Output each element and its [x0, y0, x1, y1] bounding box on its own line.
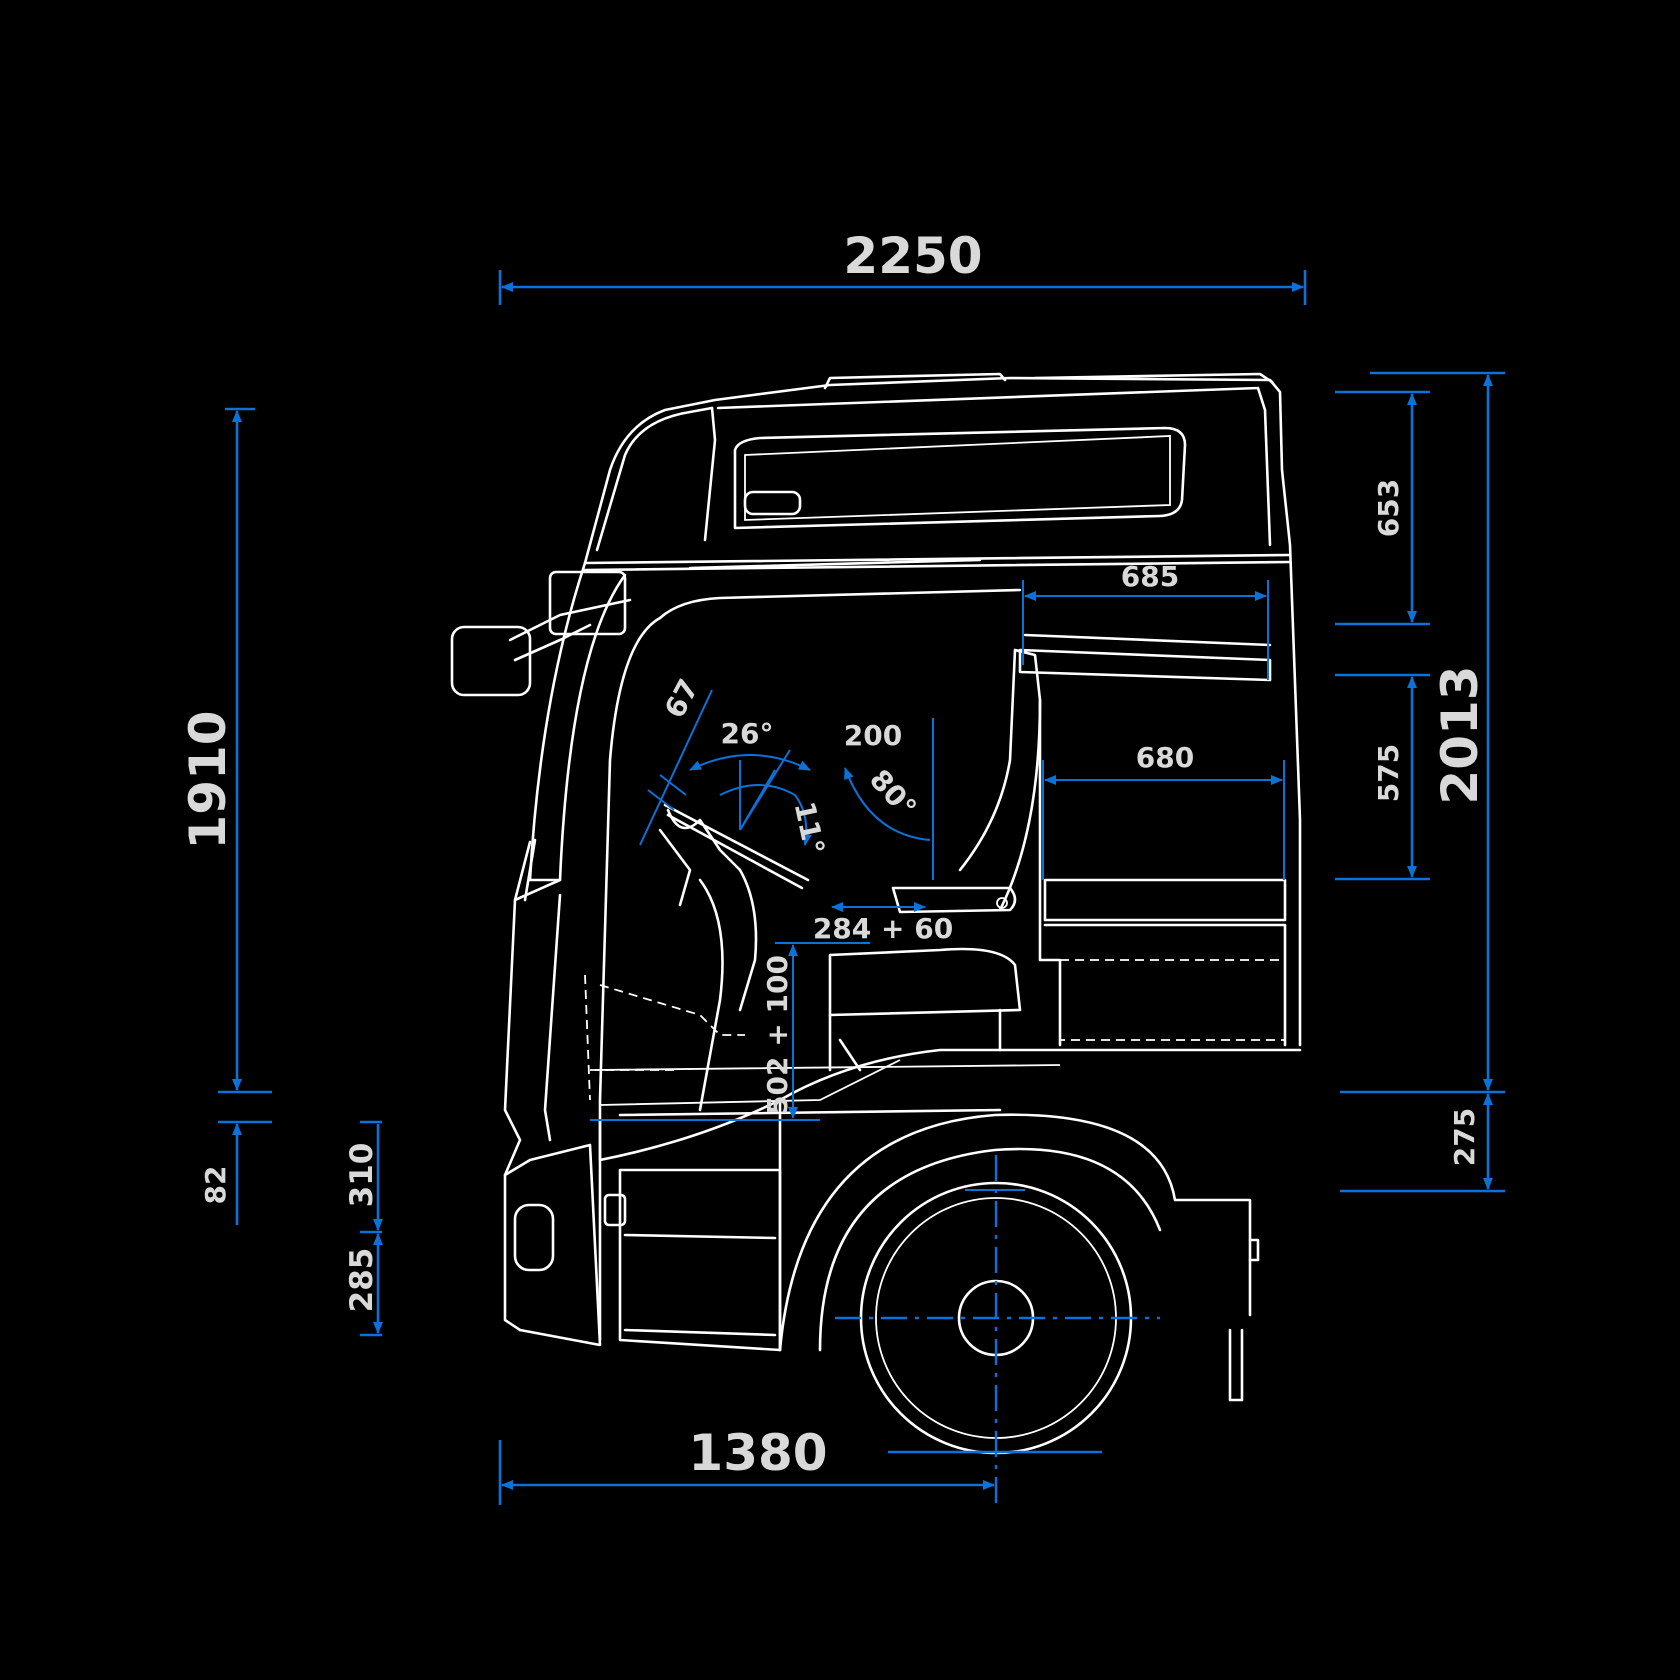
label-axle-to-front: 1380 [688, 1424, 827, 1482]
wheel-angle-ref-3 [739, 769, 776, 831]
seat-base [828, 1008, 1002, 1072]
label-step-lower: 285 [344, 1248, 380, 1313]
label-seat-travel: 284 + 60 [813, 912, 953, 945]
roof-top-rail [823, 372, 1274, 390]
label-overall-height: 2013 [1431, 665, 1489, 804]
door-frame-front [598, 616, 662, 1342]
upper-bunk [1018, 633, 1272, 682]
label-seat-back-travel: 200 [844, 719, 902, 752]
b-pillar [1013, 648, 1062, 1047]
dim-wheel-adjust-tick-2 [647, 789, 675, 811]
arc-wheel-tilt [689, 754, 811, 771]
dimension-lines [218, 270, 1505, 1505]
a-pillar [528, 561, 627, 882]
mirror [450, 625, 532, 697]
lower-bunk-storage [1060, 959, 1286, 1041]
label-interior-height: 1910 [179, 710, 237, 849]
seat-cushion [828, 947, 1022, 1017]
door-window-top [658, 558, 1022, 620]
mirror-bracket [513, 838, 537, 902]
floor-line [594, 1059, 1061, 1106]
label-overall-length: 2250 [843, 227, 982, 285]
roof-outline [583, 376, 1302, 1047]
roof-window-inner [744, 435, 1171, 521]
seat-back-pillar [958, 648, 1042, 912]
roof-front-inner [595, 406, 714, 552]
label-lower-bunk-clearance: 575 [1372, 744, 1405, 802]
dim-wheel-adjust-line [639, 689, 713, 846]
steering-column [698, 868, 758, 1112]
mirror-housing [548, 570, 627, 636]
seat-adjust-knob [996, 897, 1008, 909]
label-lower-bunk-width: 680 [1136, 741, 1194, 774]
label-seat-back-angle: 80° [863, 763, 923, 824]
label-seat-height: 502 + 100 [761, 955, 794, 1115]
dashboard [658, 828, 692, 907]
front-step [618, 1168, 782, 1352]
side-marker [603, 1193, 627, 1227]
label-step-upper: 310 [344, 1143, 380, 1208]
front-bumper [503, 1143, 602, 1347]
headlamp [513, 1203, 555, 1272]
fender-rear [1228, 1238, 1260, 1402]
label-upper-bunk-clearance: 653 [1372, 479, 1405, 537]
roof-window [733, 426, 1187, 530]
roof-vent [743, 490, 802, 516]
fender [778, 1113, 1252, 1352]
label-wheel-angle: 11° [788, 799, 831, 858]
steering-wheel [663, 803, 810, 890]
arc-seat-back-angle [844, 767, 931, 841]
lower-bunk [1043, 878, 1287, 1047]
label-wheel-adjust: 67 [658, 674, 705, 724]
label-frame-height: 275 [1448, 1108, 1481, 1166]
seat-back-rest [891, 886, 1017, 914]
label-upper-bunk-width: 685 [1121, 560, 1179, 593]
label-wheel-tilt: 26° [721, 717, 774, 750]
dim-wheel-adjust-tick-1 [659, 774, 687, 796]
cab-outline [450, 372, 1302, 1455]
dimension-labels: 2250 1910 82 310 285 1380 2013 653 575 2… [179, 227, 1489, 1482]
label-floor-step: 82 [199, 1166, 232, 1205]
roof-panel-line [703, 386, 1272, 547]
cab-sill [618, 1098, 1002, 1352]
